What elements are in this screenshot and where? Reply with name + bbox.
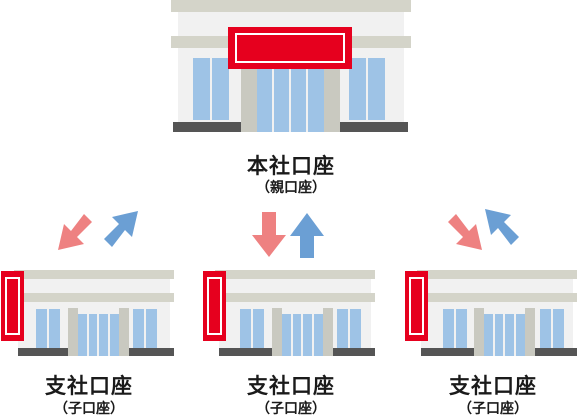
branch-subtitle-3: （子口座）: [458, 401, 528, 417]
branch-subtitle-2: （子口座）: [256, 401, 326, 417]
branch-building-icon-2: [203, 270, 375, 356]
branch-subtitle-1: （子口座）: [54, 401, 124, 417]
arrow-down: [252, 212, 286, 257]
headquarters-subtitle: （親口座）: [256, 180, 326, 196]
branch-building-icon-3: [405, 270, 577, 356]
headquarters-title: 本社口座: [247, 154, 335, 178]
headquarters-building-icon: [171, 0, 411, 132]
arrow-up: [290, 213, 324, 258]
arrow-down-left: [58, 214, 92, 250]
arrow-down-right: [448, 214, 482, 250]
arrow-up-left: [485, 209, 519, 245]
branch-title-3: 支社口座: [449, 374, 537, 398]
branch-title-2: 支社口座: [247, 374, 335, 398]
arrow-up-right: [104, 211, 138, 247]
branch-building-icon-1: [1, 270, 174, 356]
branch-title-1: 支社口座: [45, 374, 133, 398]
